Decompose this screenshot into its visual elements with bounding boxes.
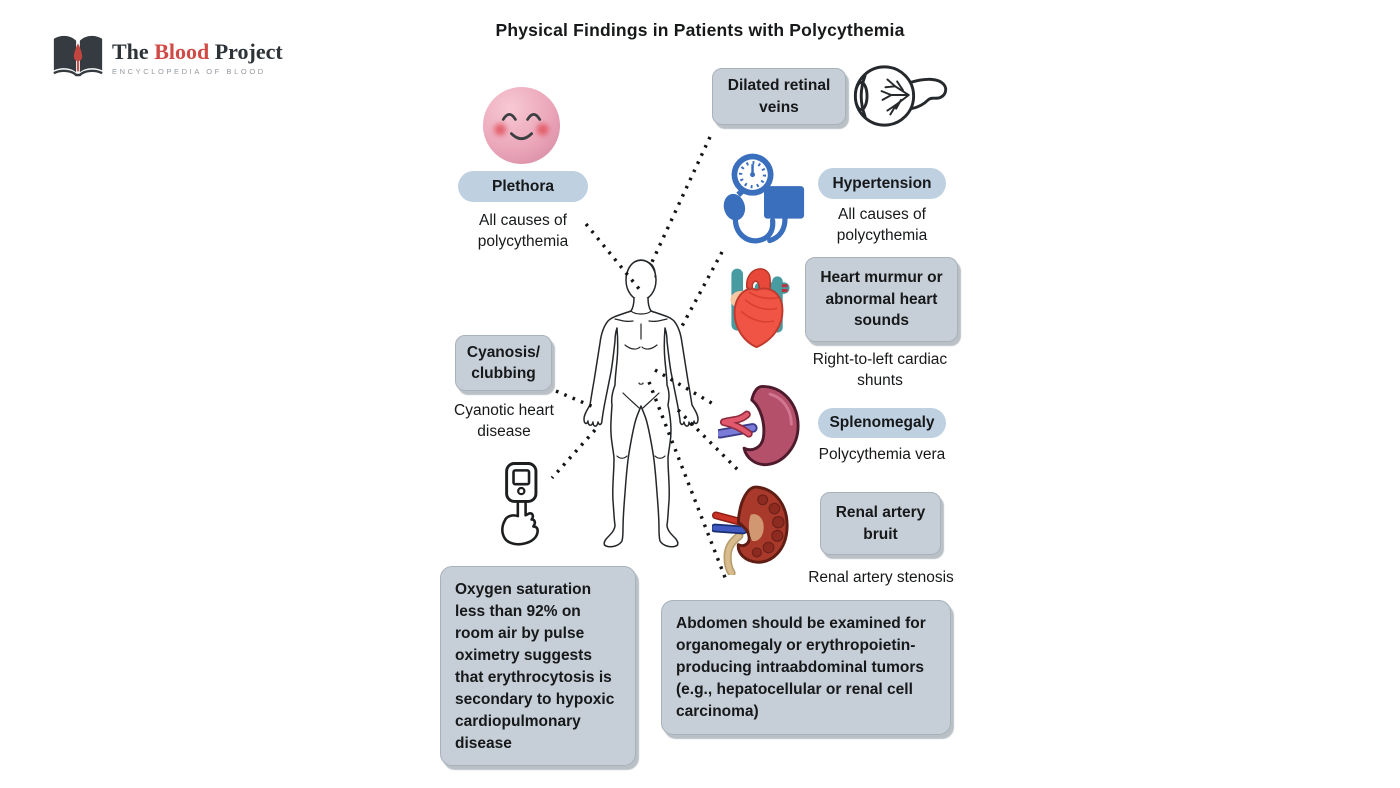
finding-cause-plethora: All causes of polycythemia [477, 212, 569, 251]
pulse-oximeter-icon [498, 458, 548, 555]
connector-kidney [676, 408, 742, 474]
finding-label-heart-murmur: Heart murmur or abnormal heart sounds [805, 257, 958, 342]
abdomen-exam-note: Abdomen should be examined for organomeg… [661, 600, 951, 735]
finding-label-text: Hypertension [832, 174, 932, 192]
finding-label-plethora: Plethora [458, 171, 588, 202]
kidney-icon [710, 485, 790, 580]
logo-text: The Blood Project ENCYCLOPEDIA OF BLOOD [112, 38, 283, 76]
finding-cause-cyanosis-clubbing: Cyanotic heart disease [454, 402, 554, 441]
finding-label-dilated-retinal-veins: Dilated retinal veins [712, 68, 846, 125]
finding-label-text: Dilated retinal veins [727, 77, 831, 116]
connector-oximeter [550, 428, 597, 480]
finding-cause-heart-murmur: Right-to-left cardiac shunts [812, 351, 948, 390]
connector-retinal-veins [650, 136, 712, 263]
finding-label-text: Heart murmur or abnormal heart sounds [820, 269, 943, 330]
open-book-blood-drop-icon [52, 32, 104, 84]
finding-label-text: Splenomegaly [829, 414, 935, 431]
note-text: Oxygen saturation less than 92% on room … [455, 581, 615, 752]
finding-label-text: Cyanosis/ clubbing [466, 343, 541, 382]
finding-label-text: Plethora [491, 177, 554, 195]
logo-name: The Blood Project [112, 38, 283, 64]
spleen-icon [715, 383, 801, 474]
page-title: Physical Findings in Patients with Polyc… [495, 20, 905, 40]
finding-cause-hypertension: All causes of polycythemia [836, 206, 928, 245]
human-body-figure [583, 259, 699, 548]
logo-word-project: Project [214, 38, 283, 64]
logo-word-the: The [112, 38, 149, 64]
connector-spleen [654, 368, 716, 407]
finding-label-cyanosis-clubbing: Cyanosis/ clubbing [455, 335, 552, 391]
finding-cause-splenomegaly: Polycythemia vera [818, 446, 946, 463]
eye-icon [852, 63, 950, 134]
finding-label-hypertension: Hypertension [818, 168, 946, 199]
finding-label-text: Renal artery bruit [835, 504, 926, 543]
finding-label-splenomegaly: Splenomegaly [818, 408, 946, 438]
finding-label-renal-artery-bruit: Renal artery bruit [820, 492, 941, 555]
connector-heart [679, 251, 724, 329]
blood-pressure-monitor-icon [722, 151, 806, 253]
finding-cause-renal-artery-bruit: Renal artery stenosis [808, 569, 954, 586]
note-text: Abdomen should be examined for organomeg… [676, 615, 926, 720]
oxygen-saturation-note: Oxygen saturation less than 92% on room … [440, 566, 636, 766]
logo-word-blood: Blood [154, 38, 210, 64]
blood-project-logo: The Blood Project ENCYCLOPEDIA OF BLOOD [52, 32, 283, 84]
connector-cyanosis [555, 389, 597, 410]
logo-tagline: ENCYCLOPEDIA OF BLOOD [112, 66, 266, 76]
flushed-face-icon [483, 87, 560, 164]
heart-icon [727, 257, 792, 355]
